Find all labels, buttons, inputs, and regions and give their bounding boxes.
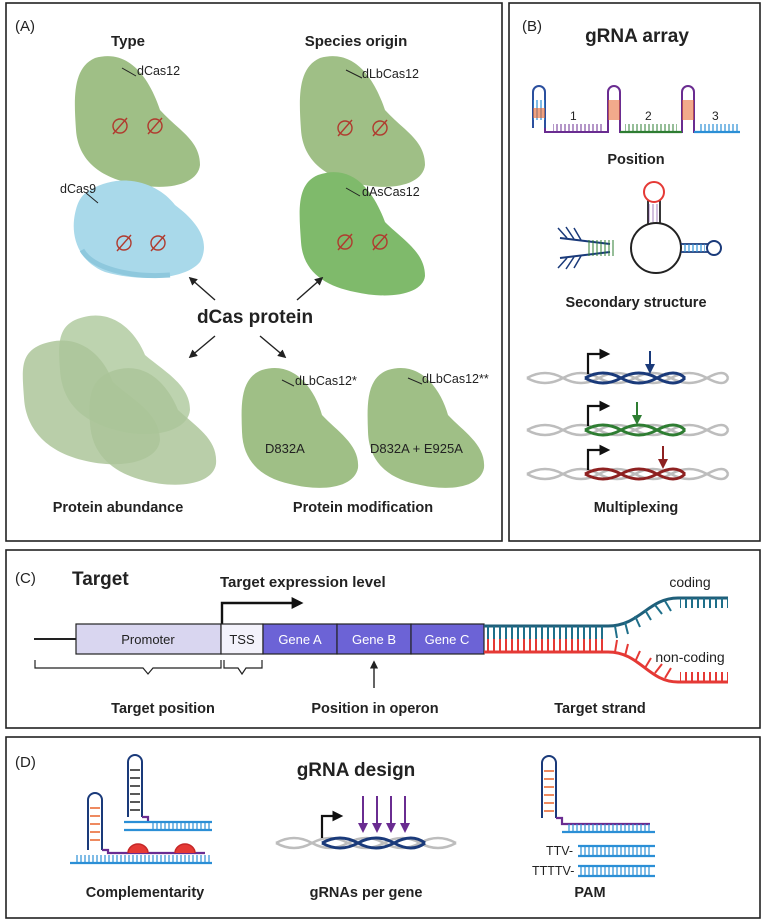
multiplexing-label: Multiplexing [594, 500, 679, 516]
gene-a-box [262, 623, 338, 655]
target-expression-label: Target expression level [220, 574, 386, 591]
gene-b-label: Gene B [352, 632, 396, 647]
dascas12-protein [299, 172, 425, 296]
secondary-structure-diagram [557, 181, 722, 274]
dlbcas12-2star-label: dLbCas12** [422, 372, 489, 386]
dna-helix-3 [526, 444, 730, 481]
panel-d-letter: (D) [15, 754, 36, 771]
dna-helix-2 [526, 400, 730, 437]
panel-b-letter: (B) [522, 18, 542, 35]
grnas-per-gene-diagram [275, 796, 457, 850]
dlbcas12-2star-protein [367, 368, 485, 488]
panel-c-letter: (C) [15, 570, 36, 587]
dcas12-protein [74, 56, 200, 187]
tss-box [220, 623, 264, 655]
gene-a-label: Gene A [278, 632, 322, 647]
arrow-to-type [188, 276, 216, 301]
transcription-arrow [220, 597, 304, 624]
pam-seq-ttttv: TTTTV- [532, 864, 574, 878]
promoter-label: Promoter [121, 632, 175, 647]
dlbcas12-protein [299, 56, 425, 187]
grna-design-title: gRNA design [297, 760, 416, 781]
grna-array-title: gRNA array [585, 26, 689, 47]
dascas12-leader [345, 187, 361, 197]
gene-c-box [410, 623, 485, 655]
pam-diagram [541, 755, 655, 878]
dcas9-leader [85, 192, 99, 204]
target-position-bracket [34, 660, 222, 675]
tss-bracket [223, 660, 263, 676]
target-title: Target [72, 569, 129, 590]
target-strand-label: Target strand [554, 701, 646, 717]
target-position-label: Target position [111, 701, 215, 717]
complementarity-diagram [70, 754, 212, 865]
coding-label: coding [669, 574, 710, 590]
dascas12-label: dAsCas12 [362, 185, 420, 199]
non-coding-label: non-coding [655, 649, 724, 665]
scissor-icon [112, 117, 163, 135]
secondary-structure-label: Secondary structure [565, 295, 706, 311]
panel-c-frame [5, 549, 761, 729]
type-title: Type [111, 33, 145, 50]
panel-d-frame [5, 736, 761, 919]
panel-b-frame [508, 2, 761, 542]
species-origin-title: Species origin [305, 33, 408, 50]
dcas12-leader [121, 67, 137, 77]
dcas12-label: dCas12 [137, 64, 180, 78]
panel-a-letter: (A) [15, 18, 35, 35]
scissor-icon [337, 233, 388, 251]
dlbcas12-leader [345, 69, 363, 79]
position-in-operon-label: Position in operon [311, 701, 438, 717]
scissor-icon [337, 119, 388, 137]
protein-abundance-stack [22, 315, 217, 485]
dlbcas12-2star-leader [407, 377, 423, 385]
mutation-single-label: D832A [265, 441, 305, 456]
pam-seq-ttv: TTV- [546, 844, 573, 858]
array-position-1: 1 [570, 109, 577, 123]
complementarity-label: Complementarity [86, 885, 204, 901]
multiplexing-diagram [526, 348, 730, 481]
promoter-box [75, 623, 222, 655]
panel-a-frame [5, 2, 503, 542]
position-label: Position [607, 152, 664, 168]
tss-label: TSS [229, 632, 255, 647]
grnas-per-gene-label: gRNAs per gene [310, 885, 423, 901]
target-strand-diagram [484, 596, 728, 684]
gene-c-label: Gene C [425, 632, 470, 647]
dna-helix-1 [526, 348, 730, 385]
array-position-3: 3 [712, 109, 719, 123]
dlbcas12-label: dLbCas12 [362, 67, 419, 81]
dlbcas12-star-leader [281, 379, 295, 387]
dcas9-label: dCas9 [60, 182, 96, 196]
scissor-icon [116, 234, 166, 252]
protein-modification-title: Protein modification [293, 500, 433, 516]
arrow-to-modification [259, 335, 287, 359]
dlbcas12-star-protein [241, 368, 359, 488]
dcas9-protein [73, 180, 204, 279]
arrow-to-abundance [188, 335, 216, 359]
pam-label: PAM [574, 885, 605, 901]
grna-array-diagram: 1 2 3 [532, 85, 740, 134]
dcas-protein-label: dCas protein [197, 307, 313, 328]
mutation-double-label: D832A + E925A [370, 441, 463, 456]
array-position-2: 2 [645, 109, 652, 123]
dlbcas12-star-label: dLbCas12* [295, 374, 357, 388]
arrow-to-origin [296, 276, 324, 301]
protein-abundance-title: Protein abundance [53, 500, 184, 516]
